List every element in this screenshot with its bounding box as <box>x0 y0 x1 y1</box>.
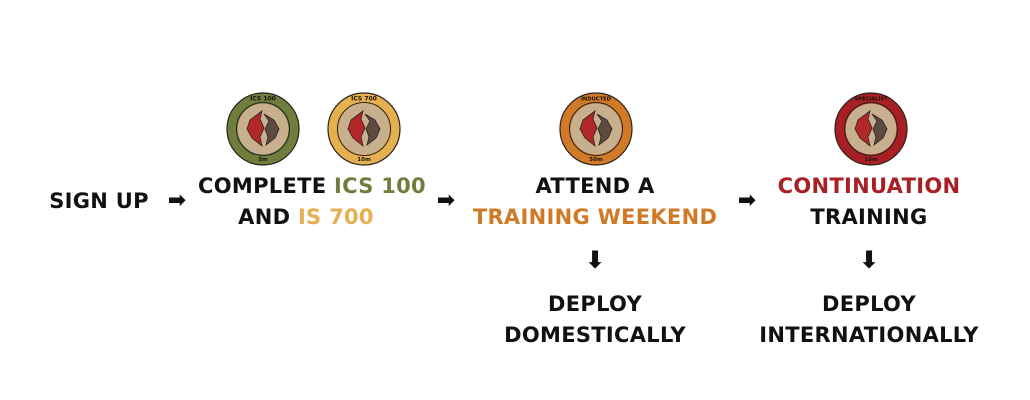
step-continuation: CONTINUATION <box>777 174 961 198</box>
badge-brown-shape <box>596 113 613 147</box>
badge-red-shape <box>246 110 265 148</box>
arrow-right-3: ➡ <box>737 188 757 213</box>
badge-bottom-label: 10m <box>357 157 371 163</box>
badge-brown-shape <box>263 113 280 147</box>
step-complete-line2: AND IS 700 <box>238 207 374 228</box>
step-attend: ATTEND A <box>535 174 655 198</box>
badge-top-label: ICS 100 <box>250 96 276 103</box>
complete-text: COMPLETE <box>198 174 334 198</box>
specialist-badge: SPECIALIST 10m <box>834 92 908 166</box>
badge-red-shape <box>854 110 873 148</box>
inducted-badge: INDUCTED 50m <box>559 92 633 166</box>
is700-badge: ICS 700 10m <box>327 92 401 166</box>
badge-top-label: ICS 700 <box>351 96 377 103</box>
step-deploy-international: DEPLOY <box>822 292 916 316</box>
arrow-right-1: ➡ <box>167 188 187 213</box>
badge-brown-shape <box>871 113 888 147</box>
badge-top-label: SPECIALIST <box>854 97 888 103</box>
step-complete-line1: COMPLETE ICS 100 <box>198 176 426 197</box>
badge-brown-shape <box>364 113 381 147</box>
badge-bottom-label: 50m <box>589 157 603 163</box>
step-deploy-domestic: DEPLOY <box>548 292 642 316</box>
ics100-text: ICS 100 <box>333 174 426 198</box>
step-domestically: DOMESTICALLY <box>504 323 686 347</box>
arrow-right-2: ➡ <box>436 188 456 213</box>
badge-top-label: INDUCTED <box>581 97 612 103</box>
step-internationally: INTERNATIONALLY <box>759 323 979 347</box>
step-training-weekend: TRAINING WEEKEND <box>472 205 718 229</box>
is700-text: IS 700 <box>297 205 374 229</box>
arrow-down-1: ⬇ <box>584 246 606 274</box>
badge-red-shape <box>347 110 366 148</box>
badge-red-shape <box>579 110 598 148</box>
and-text: AND <box>238 205 298 229</box>
step-training: TRAINING <box>810 205 928 229</box>
arrow-down-2: ⬇ <box>858 246 880 274</box>
badge-bottom-label: 5m <box>258 157 268 163</box>
ics100-badge: ICS 100 5m <box>226 92 300 166</box>
badge-bottom-label: 10m <box>864 157 878 163</box>
step-sign-up: SIGN UP <box>49 189 149 213</box>
